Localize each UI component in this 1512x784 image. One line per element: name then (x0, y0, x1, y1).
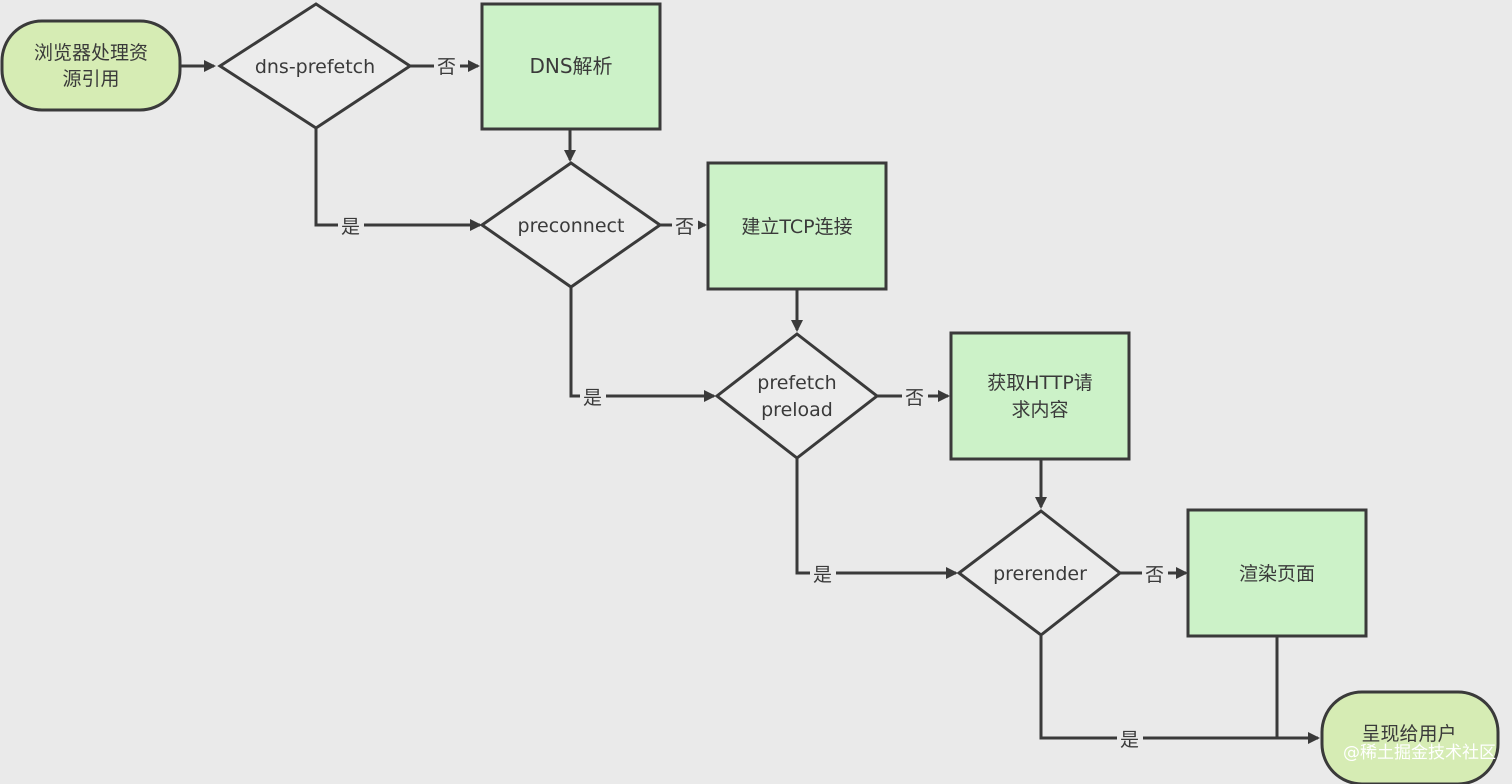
process-http-fetch-line1: 获取HTTP请 (987, 372, 1093, 394)
edge-label-yes-2: 是 (583, 387, 602, 409)
start-label-line2: 源引用 (62, 68, 119, 90)
watermark-text: @稀土掘金技术社区 (1343, 743, 1496, 763)
process-http-fetch[interactable]: 获取HTTP请 求内容 (949, 331, 1131, 461)
process-tcp-connect[interactable]: 建立TCP连接 (706, 161, 888, 291)
process-tcp-connect-label: 建立TCP连接 (741, 216, 852, 238)
end-terminal-label: 呈现给用户 (1361, 723, 1456, 745)
start-terminal[interactable]: 浏览器处理资 源引用 (0, 19, 182, 112)
edge-label-yes-1: 是 (341, 216, 360, 238)
edge-label-no-2: 否 (675, 216, 694, 238)
edge-label-no-3: 否 (905, 387, 924, 409)
process-dns-resolve[interactable]: DNS解析 (480, 2, 662, 131)
decision-preconnect-label: preconnect (518, 215, 625, 237)
process-dns-resolve-label: DNS解析 (529, 54, 612, 78)
edge-dns-prefetch-yes (314, 128, 482, 231)
edge-label-no-1: 否 (437, 56, 456, 78)
process-http-fetch-line2: 求内容 (1011, 399, 1068, 421)
decision-dns-prefetch[interactable]: dns-prefetch (217, 2, 413, 130)
decision-prefetch-label: prefetch (757, 372, 836, 394)
decision-prerender-label: prerender (993, 563, 1087, 585)
edge-prerender-yes (1039, 636, 1320, 744)
end-terminal[interactable]: 呈现给用户 (1320, 690, 1500, 784)
edge-label-yes-4: 是 (1120, 729, 1139, 751)
process-render-page-label: 渲染页面 (1239, 563, 1315, 585)
process-render-page[interactable]: 渲染页面 (1186, 508, 1368, 638)
edge-label-no-4: 否 (1145, 564, 1164, 586)
edge-prefetch-yes (795, 458, 958, 579)
start-label-line1: 浏览器处理资 (34, 42, 148, 64)
decision-prefetch-preload[interactable]: prefetch preload (714, 332, 880, 460)
decision-dns-prefetch-label: dns-prefetch (255, 56, 375, 78)
edge-labels: 否 是 否 是 否 是 否 是 (338, 54, 1168, 751)
decision-prerender[interactable]: prerender (956, 509, 1123, 637)
watermark: @稀土掘金技术社区 (1343, 743, 1496, 763)
decision-preload-label: preload (761, 399, 833, 421)
connectors (180, 60, 1320, 744)
edge-label-yes-3: 是 (813, 564, 832, 586)
decision-preconnect[interactable]: preconnect (479, 161, 663, 289)
edge-preconnect-yes (569, 287, 716, 402)
